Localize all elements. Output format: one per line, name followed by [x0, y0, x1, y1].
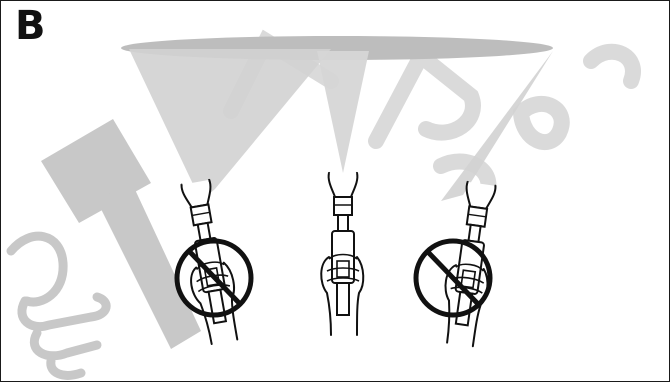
spray-gun-right	[436, 179, 503, 349]
prohibition-icon-right	[413, 238, 493, 318]
spray-gun-icon	[436, 179, 503, 349]
spray-gun-center	[320, 171, 365, 337]
spray-cone-right	[441, 51, 553, 201]
hammer-watermark	[41, 119, 201, 349]
prohibition-icon-left	[174, 238, 254, 318]
spray-gun-icon	[320, 171, 365, 337]
spray-cone-center	[317, 51, 369, 173]
panel-label: B	[15, 3, 46, 49]
thumbs-up-watermark	[6, 231, 111, 380]
spray-cone-left	[129, 49, 331, 201]
